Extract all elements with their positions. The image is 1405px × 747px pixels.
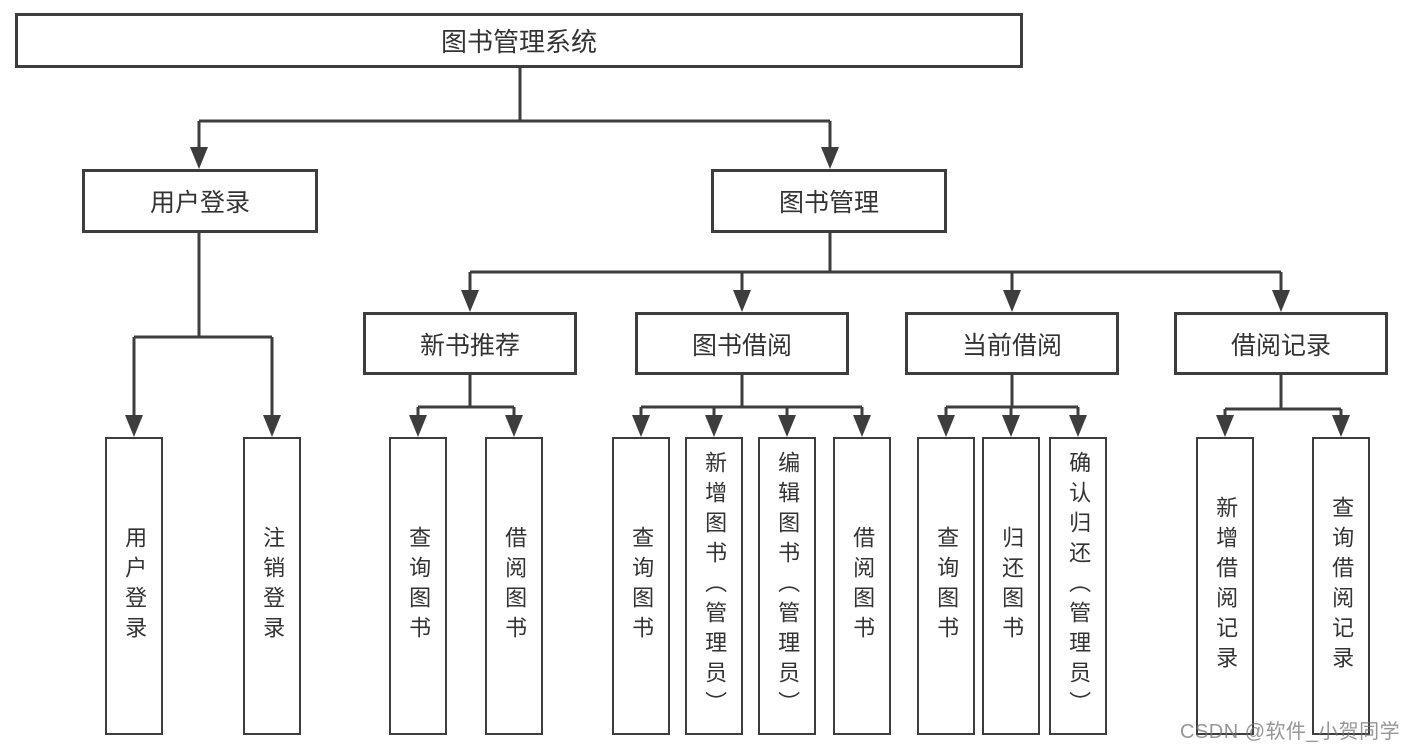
- arrowhead: [505, 415, 523, 437]
- node-book-management: 图书管理: [711, 169, 947, 233]
- arrowhead: [1332, 415, 1350, 437]
- arrowhead: [705, 415, 723, 437]
- leaf-add-books-admin: 新增图书（管理员）: [685, 437, 743, 735]
- arrowhead: [125, 415, 143, 437]
- node-label: 查询图书: [934, 526, 960, 646]
- node-label: 新增图书（管理员）: [702, 451, 728, 721]
- node-user-login: 用户登录: [82, 169, 318, 233]
- leaf-confirm-return-admin: 确认归还（管理员）: [1049, 437, 1107, 735]
- arrowhead: [937, 415, 955, 437]
- arrowhead: [632, 415, 650, 437]
- node-label: 用户登录: [149, 189, 250, 217]
- leaf-add-borrow-record: 新增借阅记录: [1196, 437, 1254, 735]
- node-label: 编辑图书（管理员）: [775, 451, 801, 721]
- arrowhead: [1069, 415, 1087, 437]
- node-label: 图书管理: [778, 189, 879, 217]
- arrowhead: [778, 415, 796, 437]
- leaf-logout: 注销登录: [243, 437, 301, 735]
- arrowhead: [409, 415, 427, 437]
- node-label: 新书推荐: [419, 331, 520, 360]
- leaf-query-books-current: 查询图书: [917, 437, 975, 735]
- node-label: 查询借阅记录: [1329, 496, 1355, 676]
- connector-paths: [132, 68, 1343, 418]
- node-label: 确认归还（管理员）: [1066, 451, 1092, 721]
- arrowhead: [1003, 290, 1021, 312]
- node-book-borrow: 图书借阅: [635, 312, 849, 375]
- leaf-borrow-books-recommend: 借阅图书: [485, 437, 543, 735]
- arrowhead: [263, 415, 281, 437]
- node-label: 用户登录: [122, 526, 148, 646]
- arrowhead: [853, 415, 871, 437]
- node-label: 图书管理系统: [440, 27, 597, 57]
- node-label: 注销登录: [260, 526, 286, 646]
- node-label: 借阅图书: [502, 526, 528, 646]
- node-label: 查询图书: [629, 526, 655, 646]
- arrowhead: [461, 290, 479, 312]
- leaf-query-borrow-record: 查询借阅记录: [1312, 437, 1370, 735]
- arrowhead: [733, 290, 751, 312]
- csdn-watermark: CSDN @软件_小贺同学: [1180, 721, 1401, 743]
- leaf-user-login: 用户登录: [105, 437, 163, 735]
- node-label: 图书借阅: [691, 331, 792, 360]
- arrowhead: [1272, 290, 1290, 312]
- node-label: 新增借阅记录: [1213, 496, 1239, 676]
- leaf-query-books-recommend: 查询图书: [389, 437, 447, 735]
- arrowhead: [1216, 415, 1234, 437]
- node-library-system: 图书管理系统: [15, 13, 1023, 68]
- leaf-edit-books-admin: 编辑图书（管理员）: [758, 437, 816, 735]
- arrowhead: [1002, 415, 1020, 437]
- node-label: 借阅记录: [1230, 331, 1331, 360]
- node-label: 借阅图书: [850, 526, 876, 646]
- arrowheads: [125, 147, 1350, 437]
- node-borrow-records: 借阅记录: [1174, 312, 1388, 375]
- arrowhead: [190, 147, 208, 169]
- leaf-borrow-books: 借阅图书: [833, 437, 891, 735]
- node-label: 当前借阅: [961, 331, 1062, 360]
- node-label: 查询图书: [406, 526, 432, 646]
- leaf-return-books: 归还图书: [982, 437, 1040, 735]
- arrowhead: [821, 147, 839, 169]
- leaf-query-books-borrow: 查询图书: [612, 437, 670, 735]
- node-label: 归还图书: [999, 526, 1025, 646]
- node-new-book-recommend: 新书推荐: [363, 312, 577, 375]
- node-current-borrow: 当前借阅: [905, 312, 1119, 375]
